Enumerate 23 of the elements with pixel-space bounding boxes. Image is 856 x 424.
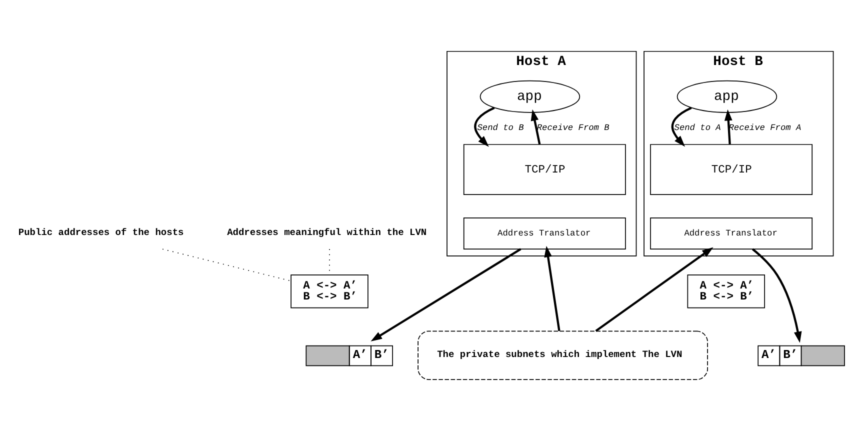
node-box: TCP/IP: [463, 144, 626, 196]
edge-label: Send to B: [477, 122, 524, 133]
node-box: A <-> A’ B <-> B’: [290, 274, 368, 308]
node-box: The private subnets which implement The LVN: [418, 330, 708, 380]
node-box: A <-> A’ B <-> B’: [687, 274, 766, 308]
edge-label: Receive From B: [536, 122, 610, 133]
arrow: [752, 248, 802, 343]
node-box: Address Translator: [650, 218, 813, 250]
node-ellipse: app: [676, 80, 778, 113]
connector: [162, 248, 292, 282]
node-text: Public addresses of the hosts: [18, 227, 184, 238]
node-ellipse: app: [480, 80, 580, 113]
arrow: [530, 109, 541, 145]
node-box: TCP/IP: [650, 144, 813, 196]
arrow: [474, 106, 495, 147]
arrow: [724, 109, 732, 144]
edge-label: Send to A: [674, 122, 721, 133]
arrow: [370, 248, 522, 342]
arrow: [544, 246, 560, 332]
node-text: Addresses meaningful within the LVN: [227, 227, 427, 238]
arrow: [671, 106, 692, 147]
node-box: Address Translator: [463, 218, 626, 250]
arrow: [595, 247, 714, 332]
